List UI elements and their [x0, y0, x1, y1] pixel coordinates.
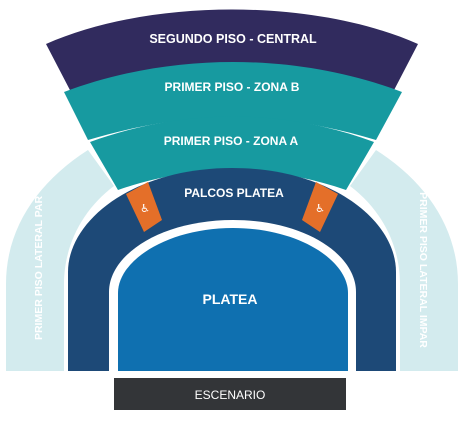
lateral-impar-label: PRIMER PISO LATERAL IMPAR: [417, 192, 429, 348]
lateral-par-shape: [6, 150, 114, 371]
wheelchair-icon: ♿: [315, 202, 325, 215]
zona-a-label: PRIMER PISO - ZONA A: [164, 134, 299, 148]
accessible-right-shape: [302, 182, 338, 232]
stage-shape: [114, 378, 346, 410]
lateral-par-label: PRIMER PISO LATERAL PAR: [33, 196, 45, 341]
platea-shape: [118, 228, 348, 371]
segundo-piso-label: SEGUNDO PISO - CENTRAL: [149, 32, 317, 46]
accessible-seating-left[interactable]: ♿: [126, 182, 162, 232]
zona-a-shape: [90, 116, 374, 190]
zona-b-shape: [64, 62, 402, 140]
section-primer-piso-lateral-impar[interactable]: PRIMER PISO LATERAL IMPAR: [350, 150, 458, 371]
lateral-impar-shape: [350, 150, 458, 371]
section-primer-piso-zona-a[interactable]: PRIMER PISO - ZONA A: [90, 116, 374, 191]
section-platea[interactable]: PLATEA: [109, 220, 356, 371]
wheelchair-icon: ♿: [140, 202, 150, 215]
palcos-label: PALCOS PLATEA: [184, 186, 284, 200]
stage: ESCENARIO: [114, 378, 346, 410]
accessible-seating-right[interactable]: ♿: [302, 182, 338, 232]
platea-label: PLATEA: [203, 291, 258, 307]
section-primer-piso-zona-b[interactable]: PRIMER PISO - ZONA B: [64, 62, 402, 140]
zona-b-label: PRIMER PISO - ZONA B: [165, 80, 300, 94]
accessible-left-shape: [126, 182, 162, 232]
section-primer-piso-lateral-par[interactable]: PRIMER PISO LATERAL PAR: [6, 150, 114, 371]
stage-label: ESCENARIO: [195, 388, 266, 402]
